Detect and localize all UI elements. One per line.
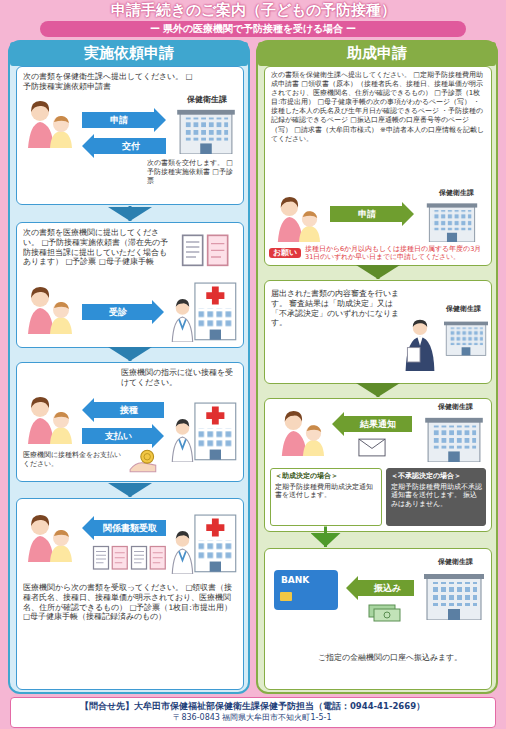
mother-child-icon — [282, 411, 324, 456]
arrow-shape — [82, 300, 164, 324]
arrow-shape — [82, 134, 166, 158]
step-box: 次の書類を医療機関に提出してください。 □予防接種実施依頼書（滞在先の予防接種担… — [16, 222, 244, 348]
step-text: 定期予防接種費用助成決定通知書を送付します。 — [275, 483, 379, 501]
arrow-label: 結果通知 — [347, 419, 409, 431]
step-illustration — [28, 515, 236, 574]
step-box: 次の書類を保健衛生課へ提出してください。 □定期予防接種費用助成申請書 □領収書… — [264, 66, 492, 266]
step-text: 次の書類を医療機関に提出してください。 □予防接種実施依頼書（滞在先の予防接種担… — [23, 228, 171, 267]
payment-icon — [130, 450, 156, 471]
step-box: 振込み 保健衛生課ご指定の金融機関の口座へ振込みます。 BANK — [264, 548, 492, 690]
document-icon — [183, 235, 228, 265]
office-label: 保健衛生課 — [167, 95, 247, 105]
result-box: ＜助成決定の場合＞ 定期予防接種費用助成決定通知書を送付します。 — [270, 468, 382, 526]
office-building — [177, 110, 235, 154]
step-text: 次の書類を保健衛生課へ提出してください。 □定期予防接種費用助成申請書 □領収書… — [271, 71, 487, 144]
office-label: 保健衛生課 — [433, 305, 493, 314]
office-building — [427, 203, 477, 242]
step-text: 届出された書類の内容審査を行います。 審査結果は「助成決定」又は「不承認決定」の… — [271, 289, 401, 328]
arrow-shape — [346, 576, 414, 600]
page-title: 申請手続きのご案内（子どもの予防接種） — [0, 1, 506, 19]
step-text: 定期予防接種費用助成不承認通知書を送付します。 振込みはありません。 — [391, 483, 483, 509]
subtitle-band: ー 県外の医療機関で予防接種を受ける場合 ー — [40, 21, 466, 37]
step-illustration — [278, 197, 477, 242]
mother-child-icon — [28, 397, 72, 444]
step-connector — [129, 349, 132, 361]
step-illustration — [282, 411, 483, 462]
arrow-shape — [332, 412, 412, 436]
arrow-label: 接種 — [97, 405, 161, 417]
arrow-label: 申請 — [335, 209, 399, 221]
step-text: 医療機関に接種料金をお支払いください。 — [23, 451, 123, 469]
office-building — [424, 574, 484, 620]
step-box: 次の書類を保健衛生課へ提出してください。 □予防接種実施依頼申請書申請交付 保健衛… — [16, 66, 244, 205]
bank-card — [274, 570, 338, 610]
notice-tag: お願い — [269, 248, 301, 258]
arrow-shape — [330, 202, 414, 226]
step-text: 医療機関から次の書類を受取ってください。 □領収書（接種者氏名、接種日、接種単価… — [23, 583, 239, 622]
step-connector — [129, 483, 132, 497]
step-illustration — [28, 101, 235, 158]
step-box: ＜助成決定の場合＞ 定期予防接種費用助成決定通知書を送付します。 ＜不承認決定の場合… — [264, 398, 492, 532]
contact-text: 【問合せ先】大牟田市保健福祉部保健衛生課保健予防担当（電話：0944-41-26… — [11, 701, 494, 712]
clerk-icon — [406, 320, 435, 371]
step-text: 医療機関の指示に従い接種を受けてください。 — [121, 368, 239, 388]
arrow-shape — [82, 424, 164, 448]
step-box: 医療機関の指示に従い接種を受けてください。接種支払い医療機関に接種料金をお支払い… — [16, 362, 244, 482]
office-building — [444, 322, 488, 356]
step-illustration — [28, 235, 236, 342]
column-panel: 次の書類を保健衛生課へ提出してください。 □予防接種実施依頼申請書申請交付 保健衛… — [8, 40, 250, 694]
step-illustration — [28, 397, 236, 472]
office-label: 保健衛生課 — [415, 558, 495, 567]
step-connector — [377, 385, 380, 397]
arrow-label: 受診 — [87, 307, 149, 319]
step-connector — [129, 206, 132, 221]
step-box: 関係書類受取医療機関から次の書類を受取ってください。 □領収書（接種者氏名、接種… — [16, 498, 244, 690]
arrow-label: 振込み — [361, 583, 413, 595]
arrow-shape — [82, 398, 164, 422]
arrow-shape — [82, 108, 166, 132]
column-heading: 助成申請 — [258, 42, 496, 66]
step-connector — [324, 527, 327, 548]
mother-child-icon — [28, 101, 72, 148]
title-band: 申請手続きのご案内（子どもの予防接種） — [0, 1, 506, 19]
step-text: 次の書類を保健衛生課へ提出してください。 □予防接種実施依頼申請書 — [23, 72, 193, 92]
step-illustration — [406, 320, 488, 371]
contact-text: 〒836-0843 福岡県大牟田市不知火町1-5-1 — [11, 713, 494, 723]
step-text: 次の書類を交付します。 □予防接種実施依頼書 □予診票 — [147, 159, 239, 186]
step-text: ご指定の金融機関の口座へ振込みます。 — [295, 653, 485, 663]
result-heading: ＜助成決定の場合＞ — [275, 472, 379, 481]
money-icon — [369, 605, 400, 621]
arrow-label: 申請 — [87, 115, 151, 127]
hospital-icon — [172, 283, 235, 342]
envelope-icon — [359, 439, 385, 456]
card-text: BANK — [281, 575, 321, 587]
column-panel: 次の書類を保健衛生課へ提出してください。 □定期予防接種費用助成申請書 □領収書… — [256, 40, 498, 694]
card-chip — [280, 592, 292, 601]
step-box: 届出された書類の内容審査を行います。 審査結果は「助成決定」又は「不承認決定」の… — [264, 280, 492, 384]
arrow-label: 関係書類受取 — [97, 523, 163, 535]
document-icon — [132, 547, 166, 570]
hospital-icon — [172, 403, 235, 462]
arrow-shape — [82, 516, 166, 540]
hospital-icon — [172, 515, 235, 574]
notice-text: 接種日から6か月以内もしくは接種日の属する年度の3月31日のいずれか早い日までに… — [305, 245, 489, 262]
mother-child-icon — [28, 515, 72, 562]
arrow-label: 交付 — [99, 141, 163, 153]
step-illustration — [274, 570, 484, 621]
arrow-label: 支払い — [87, 431, 149, 443]
result-heading: ＜不承認決定の場合＞ — [391, 472, 483, 481]
column-heading: 実施依頼申請 — [10, 42, 248, 66]
step-connector — [377, 267, 380, 279]
document-icon — [94, 547, 128, 570]
office-label: 保健衛生課 — [415, 403, 495, 412]
mother-child-icon — [28, 287, 72, 334]
office-building — [425, 418, 483, 462]
office-label: 保健衛生課 — [421, 189, 491, 198]
subtitle: ー 県外の医療機関で予防接種を受ける場合 ー — [40, 21, 466, 37]
contact-box: 【問合せ先】大牟田市保健福祉部保健衛生課保健予防担当（電話：0944-41-26… — [10, 697, 496, 728]
mother-child-icon — [278, 197, 320, 242]
result-box: ＜不承認決定の場合＞ 定期予防接種費用助成不承認通知書を送付します。 振込みはあり… — [386, 468, 486, 526]
